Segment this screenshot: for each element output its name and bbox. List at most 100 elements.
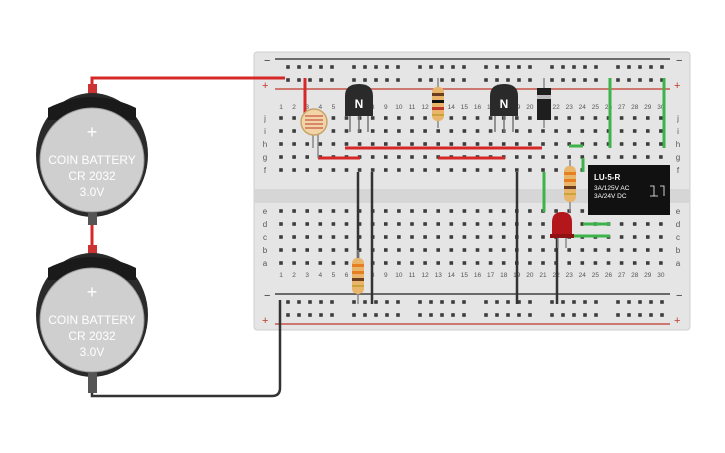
breadboard-hole (594, 313, 598, 317)
resistor-bottom (352, 250, 364, 304)
breadboard-hole (619, 222, 624, 226)
breadboard-hole (515, 168, 519, 172)
breadboard-hole (384, 155, 388, 159)
resistor-bottom-band-4 (352, 285, 364, 287)
breadboard-hole (279, 129, 283, 133)
breadboard-hole (528, 248, 532, 252)
breadboard-hole (462, 313, 466, 317)
breadboard-hole (638, 300, 642, 304)
relay-body (588, 165, 670, 215)
column-number: 5 (332, 272, 336, 279)
row-letter: d (263, 220, 267, 229)
breadboard-hole (440, 65, 444, 69)
breadboard-hole (418, 300, 422, 304)
breadboard-hole (606, 248, 611, 252)
breadboard-hole (580, 248, 585, 252)
breadboard-hole (363, 300, 367, 304)
breadboard-hole (528, 142, 532, 146)
breadboard-hole (517, 313, 521, 317)
breadboard-hole (659, 116, 663, 120)
breadboard-hole (429, 313, 433, 317)
breadboard-hole (475, 261, 480, 265)
breadboard-hole (462, 248, 467, 252)
breadboard-hole (659, 142, 663, 146)
resistor-led-band-1 (564, 172, 576, 175)
breadboard-hole (619, 142, 624, 146)
column-number: 20 (526, 104, 534, 111)
breadboard-hole (374, 65, 378, 69)
breadboard-hole (501, 222, 506, 226)
column-number: 30 (657, 272, 665, 279)
breadboard-hole (567, 116, 571, 120)
column-number: 1 (279, 104, 283, 111)
breadboard-hole (561, 65, 565, 69)
breadboard-hole (646, 142, 650, 146)
breadboard-hole (475, 222, 480, 226)
row-letter: a (676, 259, 681, 268)
breadboard-hole (561, 300, 565, 304)
breadboard-hole (451, 300, 455, 304)
breadboard-hole (462, 116, 467, 120)
breadboard-hole (572, 313, 576, 317)
breadboard-hole (297, 300, 301, 304)
breadboard-hole (594, 300, 598, 304)
breadboard-hole (331, 209, 336, 213)
breadboard-hole (292, 222, 296, 226)
breadboard-hole (305, 142, 309, 146)
breadboard-hole (554, 168, 558, 172)
column-number: 26 (605, 272, 613, 279)
battery-2-model: CR 2032 (68, 329, 116, 343)
column-number: 11 (409, 104, 416, 111)
breadboard-hole (528, 261, 532, 265)
resistor-top (432, 78, 444, 128)
bottom-right-plus: + (674, 315, 680, 327)
breadboard-hole (567, 261, 571, 265)
breadboard-hole (305, 209, 309, 213)
breadboard-hole (370, 168, 375, 172)
breadboard-hole (384, 209, 388, 213)
breadboard-hole (279, 261, 283, 265)
column-number: 23 (566, 272, 574, 279)
breadboard-hole (567, 129, 571, 133)
breadboard-hole (429, 300, 433, 304)
breadboard-hole (418, 78, 422, 82)
breadboard-hole (330, 300, 334, 304)
breadboard-hole (410, 168, 414, 172)
npn-transistor-2: N (490, 84, 518, 132)
breadboard-hole (331, 129, 336, 133)
row-letter: e (263, 207, 268, 216)
breadboard-hole (632, 129, 637, 133)
breadboard-hole (292, 248, 296, 252)
breadboard-hole (501, 235, 506, 239)
battery-2-voltage: 3.0V (80, 345, 105, 359)
breadboard-hole (475, 168, 480, 172)
breadboard-hole (567, 142, 571, 146)
breadboard-hole (572, 300, 576, 304)
breadboard-hole (484, 313, 488, 317)
breadboard-hole (528, 65, 532, 69)
breadboard-hole (659, 222, 663, 226)
row-letter: j (676, 114, 679, 123)
breadboard-hole (659, 155, 663, 159)
column-number: 20 (526, 272, 534, 279)
breadboard-hole (649, 300, 653, 304)
breadboard-hole (501, 142, 506, 146)
breadboard-hole (385, 78, 389, 82)
breadboard-hole (423, 222, 427, 226)
breadboard-hole (449, 116, 454, 120)
column-number: 17 (487, 272, 495, 279)
breadboard-hole (397, 209, 401, 213)
breadboard-hole (632, 222, 637, 226)
breadboard-hole (619, 261, 624, 265)
breadboard-hole (517, 300, 521, 304)
breadboard-hole (646, 129, 650, 133)
breadboard-hole (410, 248, 414, 252)
relay: LU-5-R 3A/125V AC 3A/24V DC (588, 165, 670, 215)
breadboard-hole (506, 313, 510, 317)
breadboard-hole (449, 129, 454, 133)
column-number: 14 (448, 272, 456, 279)
breadboard-hole (528, 155, 532, 159)
breadboard-hole (646, 261, 650, 265)
breadboard-hole (541, 235, 545, 239)
breadboard-hole (374, 313, 378, 317)
